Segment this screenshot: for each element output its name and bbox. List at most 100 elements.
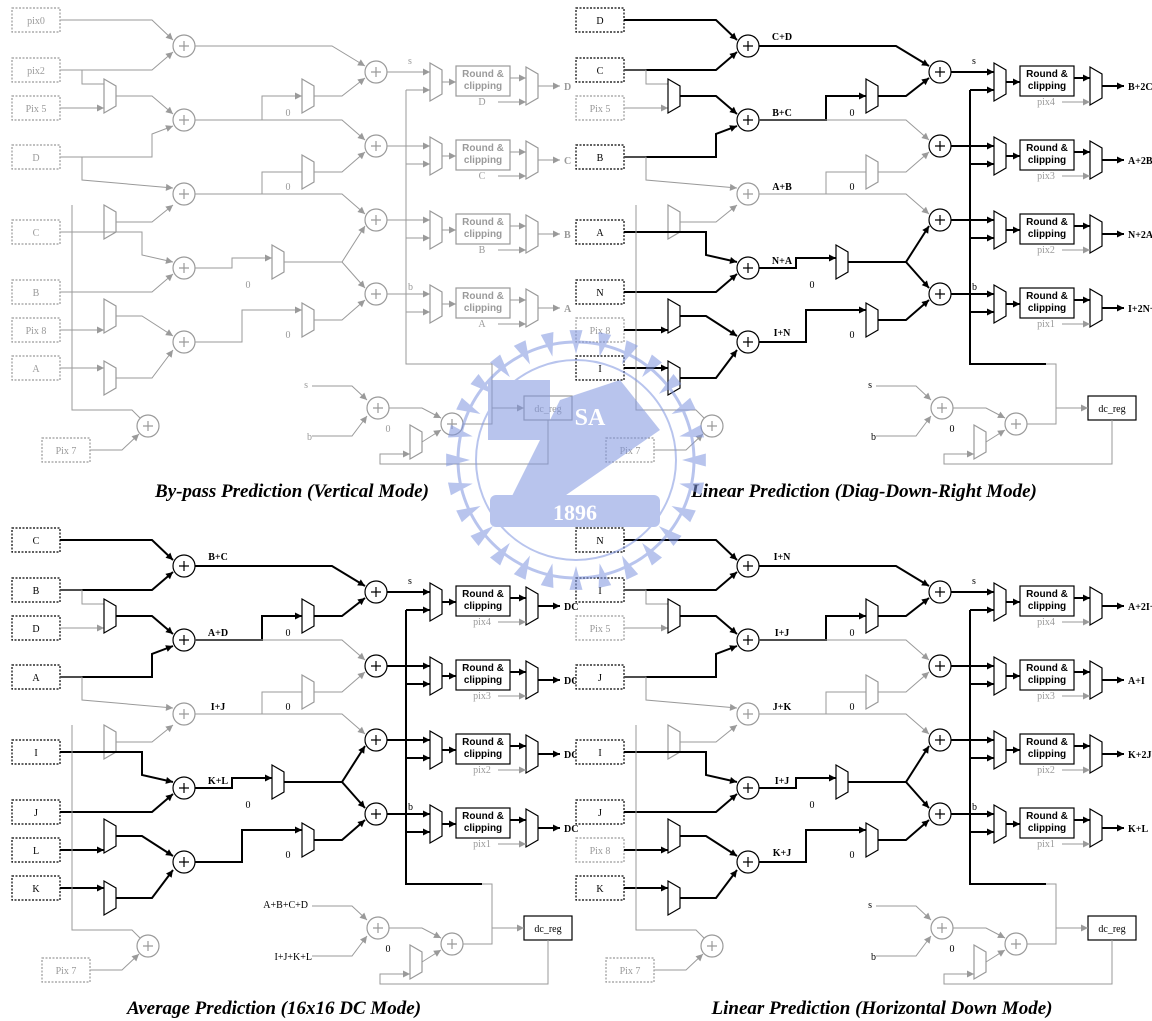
sum-label: I+N xyxy=(774,552,792,563)
wire xyxy=(759,640,929,660)
mux xyxy=(104,361,116,395)
wire xyxy=(953,928,1005,938)
zero-label: 0 xyxy=(810,280,815,291)
wire-arrow xyxy=(859,827,866,834)
wire xyxy=(624,794,737,812)
round-input-label: pix2 xyxy=(473,765,491,776)
wire xyxy=(314,300,365,320)
wire xyxy=(878,78,929,96)
wire-arrow xyxy=(97,327,104,334)
wire xyxy=(195,46,365,66)
mux xyxy=(526,735,538,773)
dc-reg-label: dc_reg xyxy=(1098,404,1125,415)
wire-arrow xyxy=(423,309,430,316)
round-label: Round & xyxy=(1026,291,1068,302)
wire-arrow xyxy=(1083,321,1090,328)
wire xyxy=(60,752,173,782)
wire-arrow xyxy=(423,161,430,168)
wire xyxy=(848,226,929,262)
wire-arrow xyxy=(729,205,737,212)
wire xyxy=(60,540,173,560)
wire-arrow xyxy=(553,83,560,90)
zero-label: 0 xyxy=(850,182,855,193)
wire-arrow xyxy=(661,885,668,892)
output-label: A+I xyxy=(1128,676,1145,687)
wire xyxy=(60,70,104,84)
wire-arrow xyxy=(295,827,302,834)
wire-arrow xyxy=(423,755,430,762)
mux xyxy=(668,819,680,853)
round-label: clipping xyxy=(1028,303,1066,314)
input-label: Pix 5 xyxy=(590,104,611,115)
side-label: s xyxy=(868,900,872,911)
wire xyxy=(876,936,931,956)
output-label: A xyxy=(564,304,572,315)
wire xyxy=(759,194,929,214)
sum-label: K+L xyxy=(208,776,228,787)
wire-arrow xyxy=(987,87,994,94)
wire-arrow xyxy=(265,775,272,782)
wire-arrow xyxy=(987,811,994,818)
seal-ray xyxy=(514,340,530,364)
mux xyxy=(668,599,680,633)
mux xyxy=(1090,587,1102,625)
wire-arrow xyxy=(97,105,104,112)
output-label: C xyxy=(564,156,571,167)
wire xyxy=(60,677,173,708)
wire xyxy=(60,794,173,812)
mux xyxy=(836,765,848,799)
mux xyxy=(526,809,538,847)
wire-arrow xyxy=(1117,83,1124,90)
wire xyxy=(680,725,737,742)
mux xyxy=(668,299,680,333)
mux xyxy=(974,945,986,979)
mux xyxy=(104,819,116,853)
mux xyxy=(526,289,538,327)
mux xyxy=(526,141,538,179)
round-input-label: pix4 xyxy=(473,617,491,628)
wire xyxy=(759,566,929,586)
mux xyxy=(430,285,442,323)
side-label: s xyxy=(868,380,872,391)
wire-arrow xyxy=(1117,603,1124,610)
wire-arrow xyxy=(859,307,866,314)
zero-label: 0 xyxy=(386,944,391,955)
mux xyxy=(668,79,680,113)
mux xyxy=(410,945,422,979)
wire-arrow xyxy=(97,847,104,854)
wire-arrow xyxy=(924,936,931,944)
mux xyxy=(866,155,878,189)
wire-arrow xyxy=(1083,595,1090,602)
sum-label: N+A xyxy=(772,256,793,267)
seal-ray xyxy=(514,556,530,580)
seal-ray xyxy=(599,563,612,588)
side-label: s xyxy=(408,576,412,587)
seal-ray xyxy=(599,332,612,357)
side-label: s xyxy=(408,56,412,67)
mux xyxy=(866,675,878,709)
wire-arrow xyxy=(1083,619,1090,626)
wire-arrow xyxy=(829,255,836,262)
zero-label: 0 xyxy=(286,702,291,713)
wire xyxy=(624,274,737,292)
wire-arrow xyxy=(987,607,994,614)
wire-arrow xyxy=(1083,297,1090,304)
wire xyxy=(624,70,668,84)
output-label: K+2J+I xyxy=(1128,750,1152,761)
wire-arrow xyxy=(553,677,560,684)
wire-arrow xyxy=(967,451,974,458)
wire-arrow xyxy=(519,595,526,602)
wire xyxy=(624,52,737,70)
input-label: Pix 7 xyxy=(56,966,77,977)
wire xyxy=(624,20,737,40)
wire-arrow xyxy=(729,725,737,732)
mux xyxy=(1090,141,1102,179)
seal-book xyxy=(488,380,550,440)
round-input-label: pix2 xyxy=(1037,765,1055,776)
mux xyxy=(272,245,284,279)
wire-arrow xyxy=(997,430,1005,437)
wire-arrow xyxy=(519,247,526,254)
wire-arrow xyxy=(1081,925,1088,932)
wire xyxy=(680,316,737,336)
round-label: Round & xyxy=(1026,143,1068,154)
